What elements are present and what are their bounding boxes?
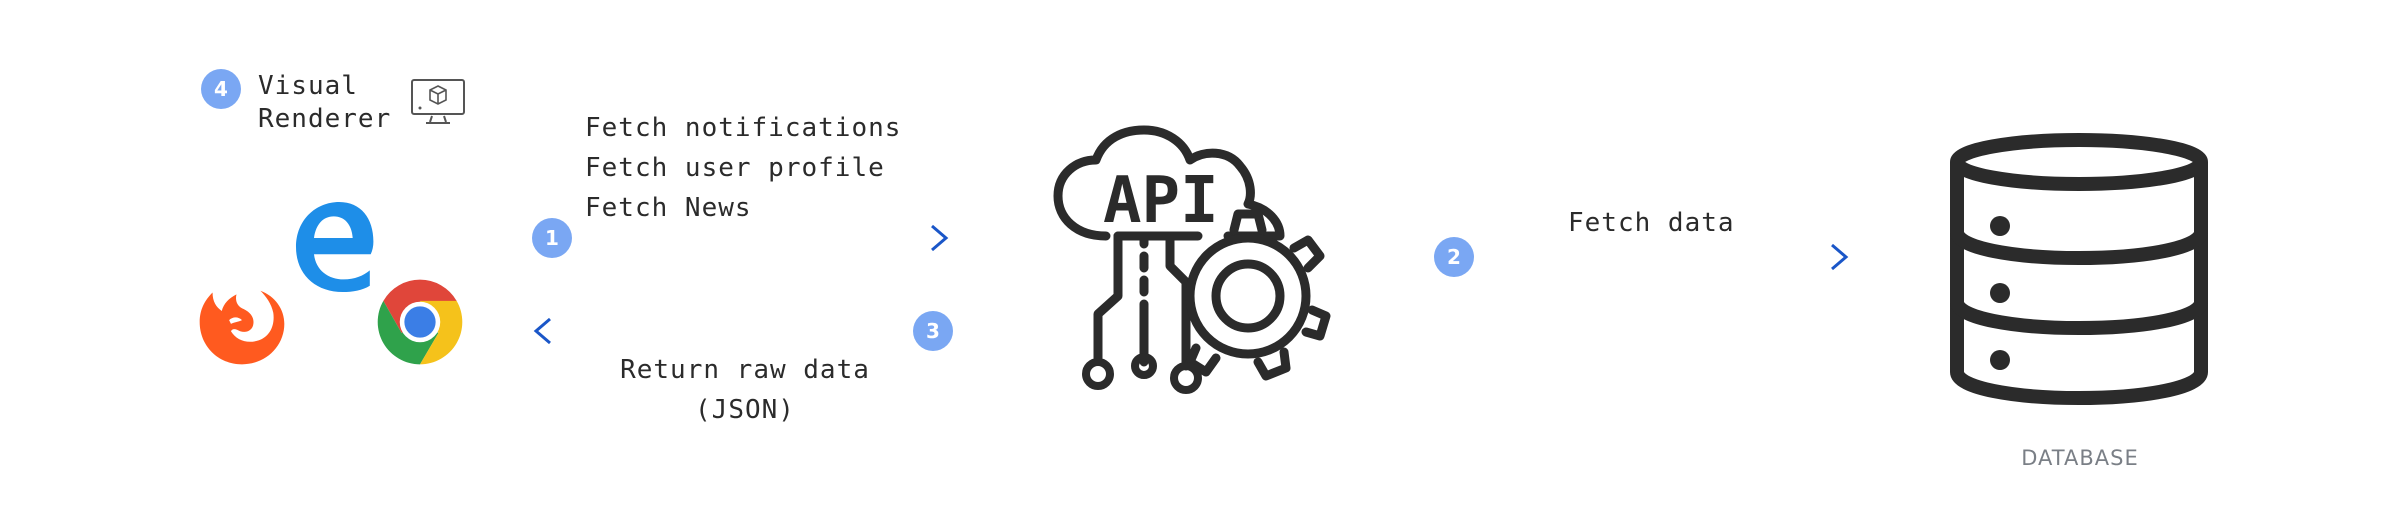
- response-label: Return raw data (JSON): [585, 350, 905, 430]
- request-label-profile: Fetch user profile: [585, 153, 885, 183]
- step-3-badge: 3: [913, 311, 953, 351]
- response-arrow: [533, 317, 930, 345]
- renderer-label-line2: Renderer: [258, 104, 392, 134]
- step-1-badge: 1: [532, 218, 572, 258]
- request-arrow: [552, 224, 949, 252]
- db-fetch-label: Fetch data: [1568, 208, 1735, 238]
- step-2-badge: 2: [1434, 237, 1474, 277]
- api-cloud-gear-icon: API: [1053, 125, 1331, 394]
- chrome-icon: [377, 279, 463, 365]
- monitor-cube-icon: [411, 79, 465, 124]
- renderer-label-line1: Visual: [258, 71, 358, 101]
- request-label-news: Fetch News: [585, 193, 752, 223]
- step-4-badge: 4: [201, 69, 241, 109]
- request-labels: Fetch notifications Fetch user profile F…: [585, 108, 901, 228]
- database-icon: [1950, 133, 2208, 406]
- response-label-line2: (JSON): [695, 395, 795, 425]
- db-fetch-arrow: [1454, 243, 1849, 271]
- request-label-notifications: Fetch notifications: [585, 113, 902, 143]
- edge-icon: [296, 202, 374, 292]
- database-label: DATABASE: [2021, 446, 2139, 470]
- renderer-label: Visual Renderer: [258, 70, 391, 136]
- response-label-line1: Return raw data: [620, 355, 870, 385]
- api-text: API: [1103, 164, 1219, 238]
- firefox-icon: [199, 290, 285, 365]
